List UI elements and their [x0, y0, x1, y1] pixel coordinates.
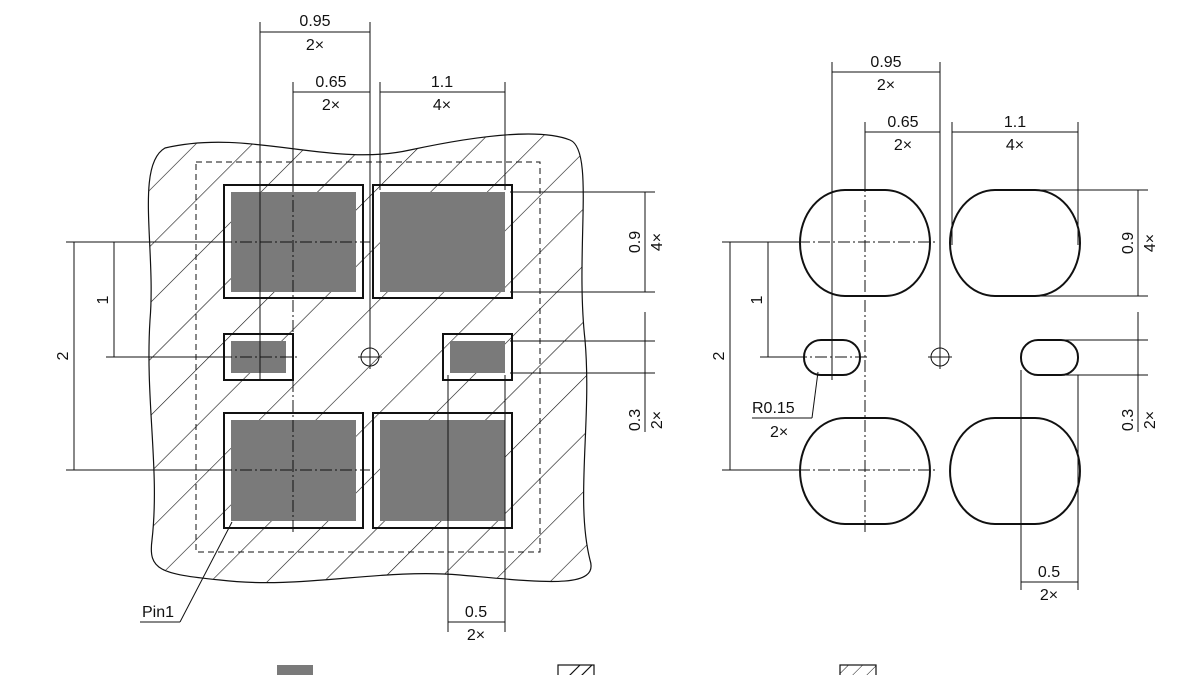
dim-r-pitch-top-count: 2×	[877, 77, 895, 94]
dim-r-row-pitch-value: 1	[749, 295, 766, 304]
dim-r-total-pitch-value: 2	[711, 351, 728, 360]
legend	[277, 664, 877, 675]
dim-row-pitch-value: 1	[95, 295, 112, 304]
dim-r-pad-height-value: 0.9	[1120, 232, 1137, 254]
dim-r-pitch-inner-count: 2×	[894, 137, 912, 154]
legend-solder-resist-swatch	[557, 664, 595, 675]
pad-small-right	[442, 333, 513, 381]
dim-pad-width-count: 4×	[433, 97, 451, 114]
left-view: 0.95 2× 0.65 2× 1.1 4× 0.9 4× 0.3 2× 1 2	[55, 13, 666, 644]
dim-radius-count: 2×	[770, 424, 788, 441]
pin1-label: Pin1	[142, 604, 174, 621]
dim-r-pad-width-value: 1.1	[1004, 114, 1026, 131]
dim-r-pitch-top-value: 0.95	[870, 54, 901, 71]
dim-pad-width-value: 1.1	[431, 74, 453, 91]
dim-pad-height-count: 4×	[649, 233, 666, 251]
dim-small-pad-height-count: 2×	[649, 411, 666, 429]
legend-copper-swatch	[277, 665, 313, 675]
legend-stencil-swatch	[839, 664, 877, 675]
dim-r-small-pad-height-count: 2×	[1142, 411, 1159, 429]
dim-r-small-pad-width-value: 0.5	[1038, 564, 1060, 581]
dim-small-pad-height-value: 0.3	[627, 409, 644, 431]
pad-oval-bottom-left	[799, 417, 931, 525]
dim-pitch-top-count: 2×	[306, 37, 324, 54]
pad-round-small-right	[1020, 339, 1079, 376]
dim-small-pad-width-count: 2×	[467, 627, 485, 644]
dim-radius-value: R0.15	[752, 400, 795, 417]
dim-r-pad-height-count: 4×	[1142, 234, 1159, 252]
pad-oval-top-left	[799, 189, 931, 297]
right-view: 0.95 2× 0.65 2× 1.1 4× 0.9 4× 0.3 2× 1 2	[711, 54, 1159, 604]
dim-pitch-inner-count: 2×	[322, 97, 340, 114]
pad-oval-bottom-right	[949, 417, 1081, 525]
dim-r-small-pad-height-value: 0.3	[1120, 409, 1137, 431]
dim-r-small-pad-width-count: 2×	[1040, 587, 1058, 604]
dim-total-pitch-value: 2	[55, 351, 72, 360]
pad-bottom-right	[372, 412, 513, 529]
dim-pad-height-value: 0.9	[627, 231, 644, 253]
dim-pitch-inner-value: 0.65	[315, 74, 346, 91]
dim-r-pitch-inner-value: 0.65	[887, 114, 918, 131]
pad-oval-top-right	[949, 189, 1081, 297]
dim-small-pad-width-value: 0.5	[465, 604, 487, 621]
pad-top-right	[372, 184, 513, 299]
dim-r-pad-width-count: 4×	[1006, 137, 1024, 154]
dim-pitch-top-value: 0.95	[299, 13, 330, 30]
